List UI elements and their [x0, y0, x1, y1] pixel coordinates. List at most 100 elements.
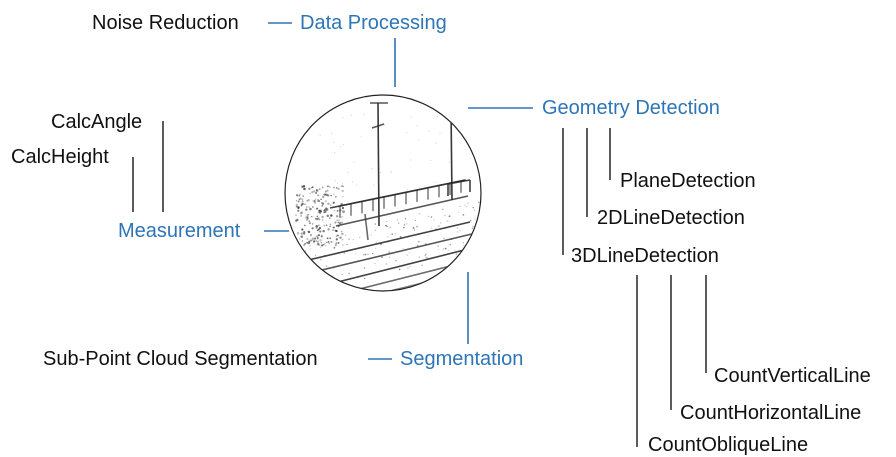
scene-point — [305, 206, 308, 208]
scene-point — [467, 202, 469, 204]
scene-point — [307, 214, 309, 216]
scene-point — [407, 267, 409, 269]
count-horizontal-line-label: CountHorizontalLine — [680, 402, 862, 424]
scene-point — [313, 237, 317, 240]
scene-point — [313, 242, 315, 244]
scene-point — [307, 213, 309, 216]
scene-point — [450, 238, 453, 241]
scene-point — [334, 195, 337, 198]
scene-point — [313, 190, 316, 193]
scene-point — [334, 180, 336, 182]
scene-point — [331, 241, 334, 244]
scene-point — [317, 199, 320, 203]
scene-point — [414, 219, 417, 222]
scene-point — [326, 281, 328, 283]
scene-point — [426, 256, 428, 259]
scene-point — [295, 199, 298, 202]
scene-point — [342, 117, 344, 119]
scene-point — [406, 223, 408, 225]
scene-point — [311, 237, 314, 240]
scene-point — [380, 171, 382, 173]
scene-point — [459, 205, 461, 208]
scene-point — [317, 224, 320, 227]
scene-point — [424, 254, 427, 257]
scene-point — [307, 199, 310, 202]
scene-point — [316, 237, 319, 240]
point-cloud-image — [284, 94, 482, 292]
scene-point — [315, 239, 318, 242]
scene-point — [295, 243, 298, 246]
scene-point — [430, 216, 433, 218]
scene-stroke — [304, 232, 477, 275]
scene-point — [343, 252, 345, 254]
scene-point — [312, 278, 315, 281]
scene-point — [444, 227, 446, 229]
scene-point — [303, 284, 305, 286]
scene-point — [433, 219, 435, 221]
scene-point — [325, 190, 327, 193]
scene-point — [447, 249, 449, 251]
scene-point — [321, 205, 324, 207]
sub-point-cloud-segmentation-label: Sub-Point Cloud Segmentation — [43, 348, 318, 370]
scene-point — [320, 245, 322, 247]
scene-point — [342, 185, 344, 188]
scene-point — [298, 194, 301, 197]
scene-point — [325, 193, 328, 197]
scene-point — [444, 214, 446, 217]
scene-point — [416, 244, 419, 247]
scene-point — [318, 211, 322, 214]
scene-point — [325, 245, 327, 247]
scene-point — [308, 187, 311, 190]
scene-point — [315, 217, 317, 220]
scene-point — [336, 209, 339, 212]
scene-point — [474, 216, 476, 218]
scene-point — [300, 214, 303, 217]
scene-point — [332, 201, 335, 204]
scene-point — [340, 146, 342, 148]
scene-point — [327, 228, 330, 231]
scene-point — [464, 204, 466, 206]
scene-point — [316, 236, 319, 239]
scene-point — [298, 238, 301, 240]
scene-point — [441, 208, 444, 211]
scene-point — [335, 242, 338, 245]
scene-point — [413, 226, 415, 229]
scene-point — [306, 238, 309, 241]
scene-point — [397, 219, 399, 221]
scene-point — [355, 253, 357, 255]
scene-point — [326, 237, 329, 240]
scene-point — [408, 251, 410, 253]
scene-point — [309, 207, 312, 211]
scene-point — [305, 208, 308, 211]
scene-point — [322, 229, 325, 233]
scene-point — [342, 195, 344, 198]
scene-point — [421, 264, 423, 266]
scene-point — [404, 218, 407, 220]
scene-point — [342, 183, 344, 185]
scene-point — [473, 234, 475, 237]
scene-point — [438, 225, 440, 227]
scene-point — [329, 225, 331, 228]
scene-point — [315, 226, 318, 230]
scene-point — [348, 238, 350, 240]
measurement-label: Measurement — [118, 220, 241, 242]
scene-point — [475, 229, 478, 231]
scene-point — [341, 238, 344, 241]
scene-point — [303, 244, 306, 247]
scene-point — [315, 191, 318, 194]
scene-point — [334, 229, 338, 232]
scene-point — [326, 241, 328, 244]
scene-point — [311, 223, 314, 225]
scene-point — [320, 235, 323, 238]
scene-point — [316, 240, 320, 243]
scene-point — [428, 215, 430, 217]
scene-point — [304, 203, 306, 205]
scene-point — [325, 224, 328, 227]
scene-point — [403, 223, 406, 225]
scene-point — [330, 194, 332, 197]
scene-point — [387, 236, 389, 238]
scene-point — [450, 174, 452, 176]
scene-point — [386, 220, 388, 222]
scene-point — [304, 216, 307, 219]
scene-point — [341, 273, 343, 275]
